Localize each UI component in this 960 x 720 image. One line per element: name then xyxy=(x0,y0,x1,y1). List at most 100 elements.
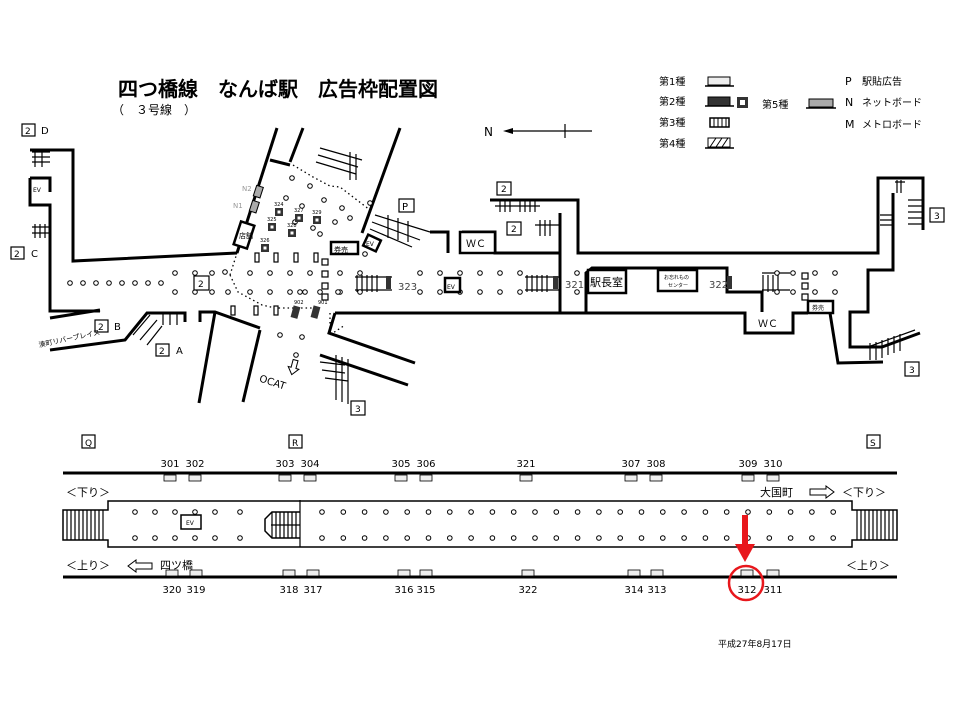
ocat-arrow-icon xyxy=(287,358,300,376)
column xyxy=(362,251,368,257)
legend-type3: 第3種 xyxy=(659,116,685,129)
platform-column xyxy=(830,535,837,541)
column xyxy=(172,270,178,276)
platform-column xyxy=(681,509,687,515)
column xyxy=(297,289,303,295)
platform-column xyxy=(340,535,347,541)
platform-column xyxy=(809,509,815,515)
exit-d-num: 2 xyxy=(25,127,31,137)
ad-306-panel xyxy=(419,474,433,482)
column xyxy=(332,219,338,225)
date-label: 平成27年8月17日 xyxy=(718,638,792,650)
ad-324-label: 324 xyxy=(274,202,284,208)
type1-symbol-icon xyxy=(705,76,734,87)
down-arrow-icon xyxy=(809,485,835,499)
ad-314-label: 314 xyxy=(624,585,643,596)
column xyxy=(574,289,580,295)
legend-type2: 第2種 xyxy=(659,95,685,108)
legend-n-label: ネットボード xyxy=(862,97,922,109)
netboard-n2-label: N2 xyxy=(242,185,252,193)
down-left-label: ＜下り＞ xyxy=(66,486,110,499)
ad-307-label: 307 xyxy=(621,459,640,470)
column xyxy=(293,352,299,358)
column xyxy=(299,203,305,209)
column xyxy=(192,270,198,276)
platform-column xyxy=(787,535,794,541)
column xyxy=(289,175,295,181)
column xyxy=(790,270,796,276)
column xyxy=(287,270,293,276)
ad-312-label: 312 xyxy=(737,585,756,596)
platform-column xyxy=(361,535,368,541)
platform-column xyxy=(532,535,538,541)
column xyxy=(209,270,215,276)
escalator-icon xyxy=(264,500,301,547)
platform-column xyxy=(681,535,687,541)
column xyxy=(317,231,323,237)
netboard-n2 xyxy=(252,184,264,199)
column xyxy=(172,289,178,295)
wc-label-2: ＷＣ xyxy=(758,319,778,330)
ad-304-panel xyxy=(303,474,317,482)
column xyxy=(93,280,99,286)
type2-symbol-icon xyxy=(705,96,748,108)
column xyxy=(832,270,838,276)
ad-319-panel xyxy=(189,569,203,577)
exit-south: 3 xyxy=(355,405,361,415)
column xyxy=(774,270,780,276)
page-title: 四つ橋線 なんば駅 広告枠配置図 xyxy=(118,77,438,101)
ad-322-label: 322 xyxy=(709,280,728,291)
column xyxy=(574,270,580,276)
ad-327-label: 327 xyxy=(294,208,304,214)
legend-p-key: P xyxy=(845,75,852,88)
ad-315-label: 315 xyxy=(416,585,435,596)
platform-column xyxy=(152,509,158,515)
column xyxy=(267,289,273,295)
platform-column xyxy=(638,535,645,541)
platform-column xyxy=(617,535,624,541)
up-dest-label: 四ツ橋 xyxy=(160,558,193,572)
legend-type5: 第5種 xyxy=(762,98,788,111)
column xyxy=(80,280,86,286)
down-right-label: ＜下り＞ xyxy=(842,486,886,499)
column xyxy=(307,270,313,276)
ad-307-panel xyxy=(624,474,638,482)
ad-321-label: 321 xyxy=(516,459,535,470)
platform-column xyxy=(132,535,138,541)
ad-321-label: 321 xyxy=(565,280,584,291)
column xyxy=(417,270,423,276)
pillar xyxy=(801,293,809,301)
ad-320-label: 320 xyxy=(162,585,181,596)
stairs xyxy=(32,147,923,404)
column xyxy=(267,270,273,276)
platform-column xyxy=(447,535,453,541)
platform-column xyxy=(766,535,773,541)
column xyxy=(477,289,483,295)
pillar xyxy=(293,252,299,263)
platform-ev-label: EV xyxy=(186,520,195,527)
ad-308-panel xyxy=(649,474,663,482)
platform-column xyxy=(660,535,666,541)
ad-323-label: 323 xyxy=(398,282,417,293)
p-box: P xyxy=(402,202,408,213)
ad-321-panel xyxy=(519,474,533,482)
ad-314-panel xyxy=(627,569,641,577)
column xyxy=(302,289,308,295)
ad-316-label: 316 xyxy=(394,585,413,596)
pillar xyxy=(321,258,329,266)
pillar xyxy=(273,252,279,263)
platform-column xyxy=(152,535,158,541)
lost-found-label-2: センター xyxy=(668,282,688,289)
exit-right-top: 3 xyxy=(934,212,940,222)
ad-317-label: 317 xyxy=(303,585,322,596)
ad-311-panel xyxy=(766,569,780,577)
ev-corridor-label: EV xyxy=(447,284,456,291)
column xyxy=(497,270,503,276)
ad-panel-center xyxy=(263,246,267,250)
type4-symbol-icon xyxy=(705,137,734,149)
ad-panel-center xyxy=(270,225,274,229)
column xyxy=(119,280,125,286)
platform-column xyxy=(532,509,538,515)
ad-901-panel xyxy=(310,305,321,319)
ad-321-panel xyxy=(553,276,558,289)
